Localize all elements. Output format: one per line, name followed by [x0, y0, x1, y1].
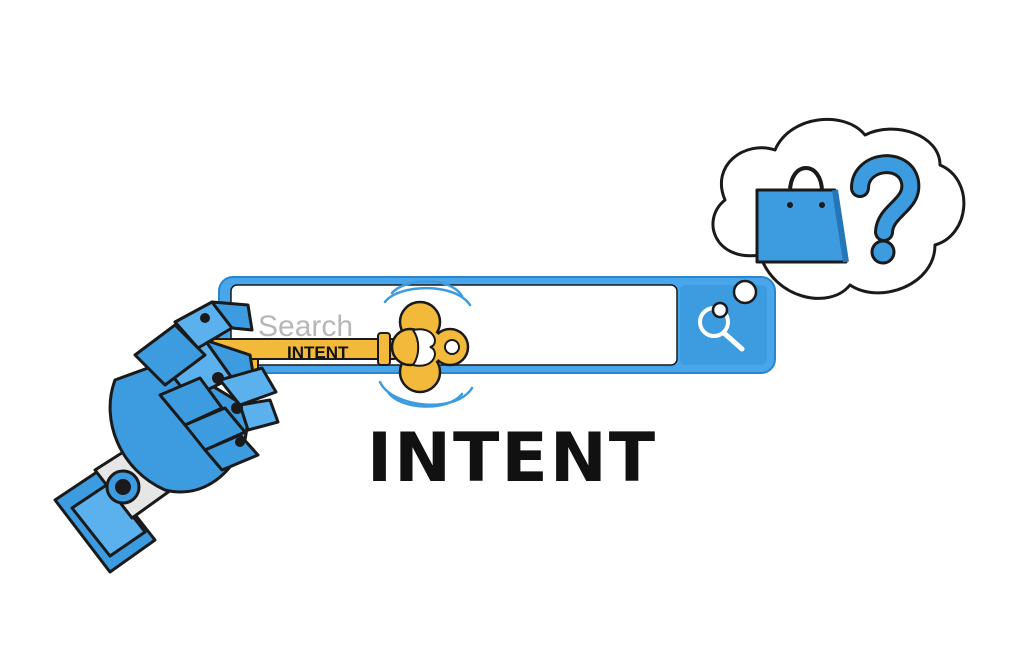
- question-mark-icon: [850, 154, 921, 265]
- intent-caption: INTENT: [366, 419, 658, 498]
- glow-arcs: [378, 280, 474, 408]
- key-label: INTENT: [287, 343, 349, 362]
- robot-hand-icon: [53, 300, 280, 574]
- key-icon: INTENT: [211, 300, 470, 394]
- shopping-bag-icon: [755, 166, 849, 264]
- search-button[interactable]: [680, 285, 767, 365]
- thought-cloud: [711, 117, 966, 319]
- search-placeholder: Search: [258, 310, 353, 343]
